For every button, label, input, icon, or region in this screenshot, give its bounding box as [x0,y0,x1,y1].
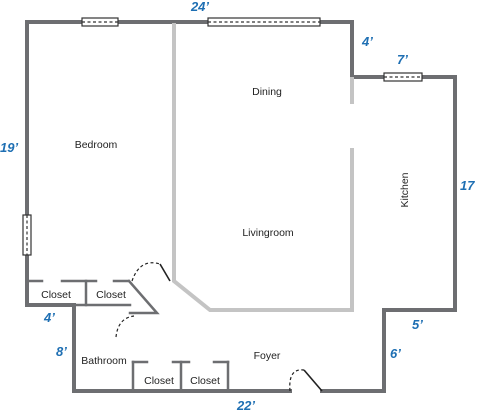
room-label-closet-2: Closet [96,289,126,301]
dim-step-upper: 4’ [361,34,373,49]
room-label-dining: Dining [252,86,282,98]
room-label-closet-1: Closet [41,289,71,301]
door-swing-icon [289,369,323,392]
room-label-bathroom: Bathroom [81,355,127,367]
door-swing-icon [115,315,135,338]
window-icon [207,17,321,27]
wall-top-left [25,20,84,307]
dim-step-right: 5’ [412,317,423,332]
window-icon [22,214,32,256]
room-label-bedroom: Bedroom [75,139,118,151]
dim-left-height: 19’ [0,140,18,155]
door-bedroom-leaf [159,263,171,282]
dim-foyer-height: 6’ [390,346,401,361]
room-label-kitchen: Kitchen [399,172,411,207]
room-label-closet-4: Closet [190,375,220,387]
dim-bathroom-height: 8’ [56,344,67,359]
interior-partitions [172,23,354,312]
dim-kitchen-window: 7’ [397,52,408,67]
closet-right-angled [127,279,160,315]
wall-top-right-and-step [318,20,386,79]
room-label-closet-3: Closet [144,375,174,387]
partition-bedroom-living [172,23,354,312]
door-swing-icon [131,262,171,282]
room-labels: Bedroom Dining Livingroom Kitchen Closet… [41,86,411,387]
door-bathroom-swing [115,315,135,338]
dim-bottom-width: 22’ [236,398,255,413]
door-bedroom-swing [131,262,161,282]
room-label-livingroom: Livingroom [242,227,294,239]
dim-step-left: 4’ [43,310,55,325]
window-icon [81,17,119,27]
dim-right-height: 17 [460,178,475,193]
wall-right-outer [320,75,457,393]
closet-walls [25,279,230,393]
window-icon [383,72,423,82]
door-entry-leaf [303,369,323,392]
dim-top-width: 24’ [190,0,209,14]
room-label-foyer: Foyer [254,350,281,362]
door-entry-swing [289,369,305,392]
